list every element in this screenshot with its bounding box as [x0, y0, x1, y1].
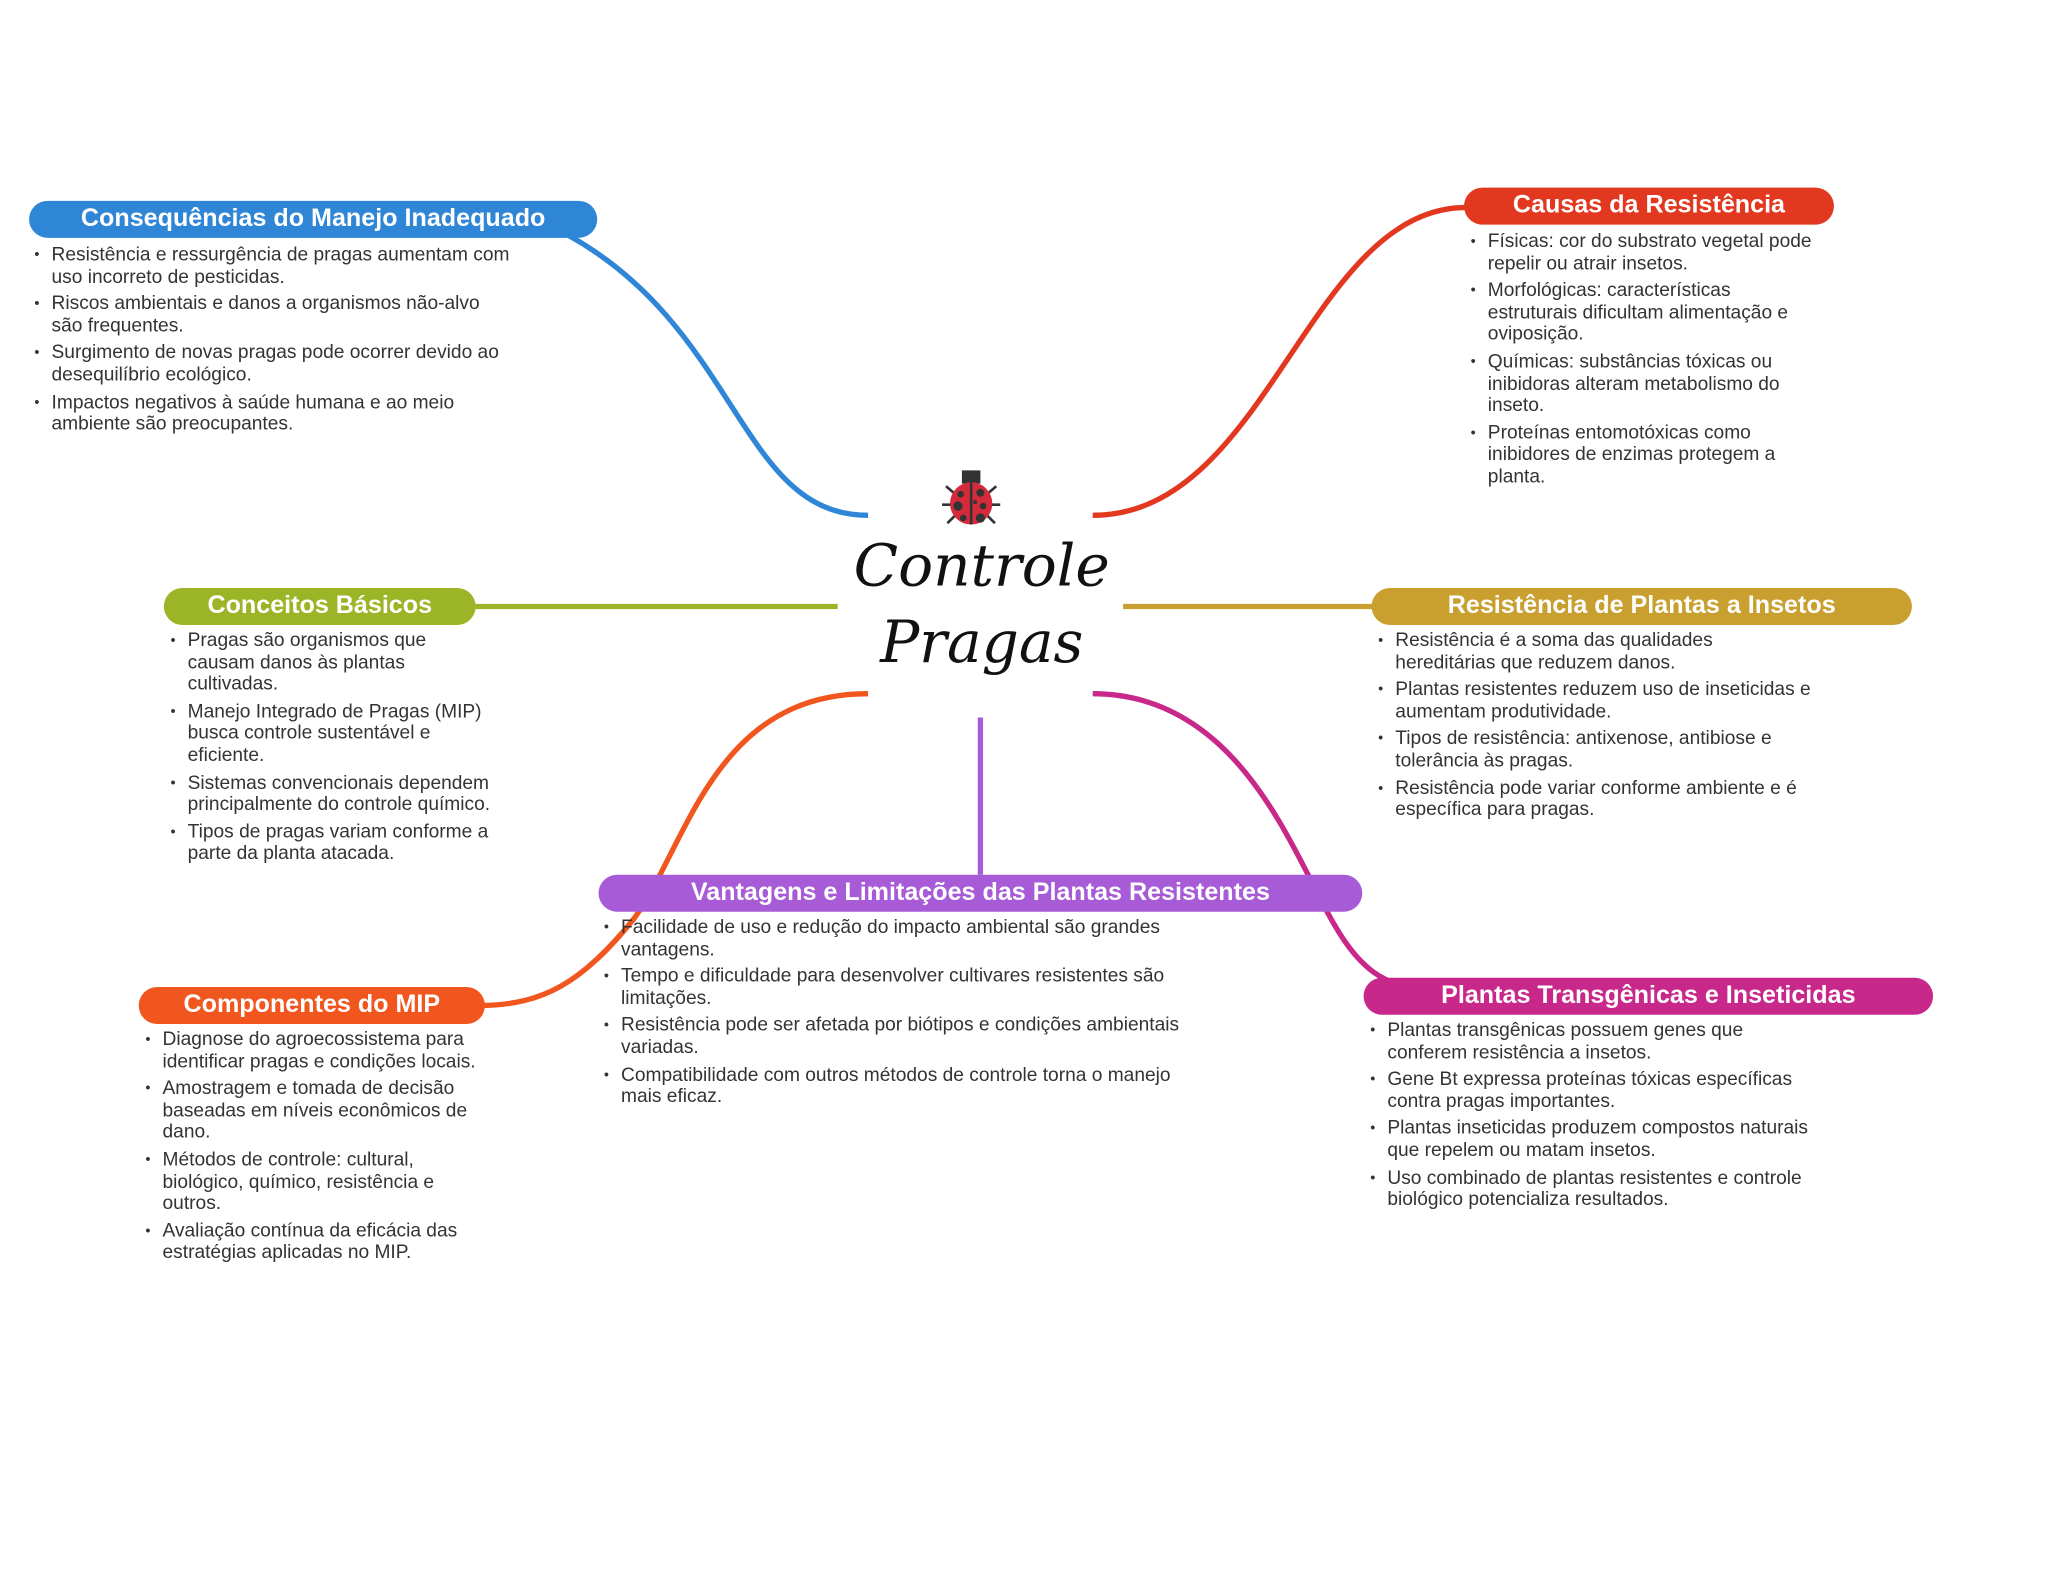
list-item: Tempo e dificuldade para desenvolver cul…: [604, 966, 1199, 1010]
topic-consequencias[interactable]: Consequências do Manejo Inadequado: [29, 200, 598, 238]
list-conceitos: Pragas são organismos que causam danos à…: [170, 630, 494, 870]
list-item: Físicas: cor do substrato vegetal pode r…: [1471, 231, 1821, 275]
list-item: Compatibilidade com outros métodos de co…: [604, 1064, 1199, 1108]
list-item: Plantas inseticidas produzem compostos n…: [1370, 1118, 1813, 1162]
list-item: Sistemas convencionais dependem principa…: [170, 772, 494, 816]
central-topic[interactable]: Controle Pragas: [846, 529, 1118, 682]
connector-consequencias: [566, 232, 869, 518]
list-consequencias: Resistência e ressurgência de pragas aum…: [34, 244, 510, 441]
list-item: Pragas são organismos que causam danos à…: [170, 630, 494, 696]
list-item: Métodos de controle: cultural, biológico…: [145, 1149, 482, 1215]
topic-vantagens[interactable]: Vantagens e Limitações das Plantas Resis…: [598, 874, 1363, 912]
topic-transgenicas[interactable]: Plantas Transgênicas e Inseticidas: [1363, 977, 1934, 1015]
list-item: Uso combinado de plantas resistentes e c…: [1370, 1167, 1813, 1211]
list-item: Plantas transgênicas possuem genes que c…: [1370, 1020, 1813, 1064]
list-transgenicas: Plantas transgênicas possuem genes que c…: [1370, 1020, 1813, 1217]
topic-conceitos[interactable]: Conceitos Básicos: [163, 587, 476, 625]
list-item: Morfológicas: características estruturai…: [1471, 280, 1821, 346]
list-resistencia: Resistência é a soma das qualidades here…: [1378, 630, 1814, 827]
list-item: Facilidade de uso e redução do impacto a…: [604, 917, 1199, 961]
central-title-line2: Pragas: [880, 609, 1084, 677]
list-item: Diagnose do agroecossistema para identif…: [145, 1029, 482, 1073]
list-item: Tipos de pragas variam conforme a parte …: [170, 822, 494, 866]
connector-causas: [1092, 204, 1467, 518]
list-componentes: Diagnose do agroecossistema para identif…: [145, 1029, 482, 1269]
list-item: Resistência é a soma das qualidades here…: [1378, 630, 1814, 674]
list-item: Resistência pode ser afetada por biótipo…: [604, 1015, 1199, 1059]
list-item: Amostragem e tomada de decisão baseadas …: [145, 1078, 482, 1144]
list-item: Proteínas entomotóxicas como inibidores …: [1471, 422, 1821, 488]
central-title-line1: Controle: [853, 532, 1110, 600]
list-item: Resistência pode variar conforme ambient…: [1378, 778, 1814, 822]
list-item: Resistência e ressurgência de pragas aum…: [34, 244, 510, 288]
list-vantagens: Facilidade de uso e redução do impacto a…: [604, 917, 1199, 1114]
topic-resistencia[interactable]: Resistência de Plantas a Insetos: [1371, 587, 1912, 625]
list-causas: Físicas: cor do substrato vegetal pode r…: [1471, 231, 1821, 493]
list-item: Gene Bt expressa proteínas tóxicas espec…: [1370, 1069, 1813, 1113]
list-item: Surgimento de novas pragas pode ocorrer …: [34, 343, 510, 387]
list-item: Plantas resistentes reduzem uso de inset…: [1378, 679, 1814, 723]
ladybug-icon: [942, 470, 1001, 525]
list-item: Tipos de resistência: antixenose, antibi…: [1378, 729, 1814, 773]
list-item: Impactos negativos à saúde humana e ao m…: [34, 392, 510, 436]
list-item: Manejo Integrado de Pragas (MIP) busca c…: [170, 701, 494, 767]
list-item: Riscos ambientais e danos a organismos n…: [34, 294, 510, 338]
topic-componentes[interactable]: Componentes do MIP: [138, 987, 485, 1025]
list-item: Químicas: substâncias tóxicas ou inibido…: [1471, 351, 1821, 417]
list-item: Avaliação contínua da eficácia das estra…: [145, 1221, 482, 1265]
topic-causas[interactable]: Causas da Resistência: [1464, 187, 1834, 225]
